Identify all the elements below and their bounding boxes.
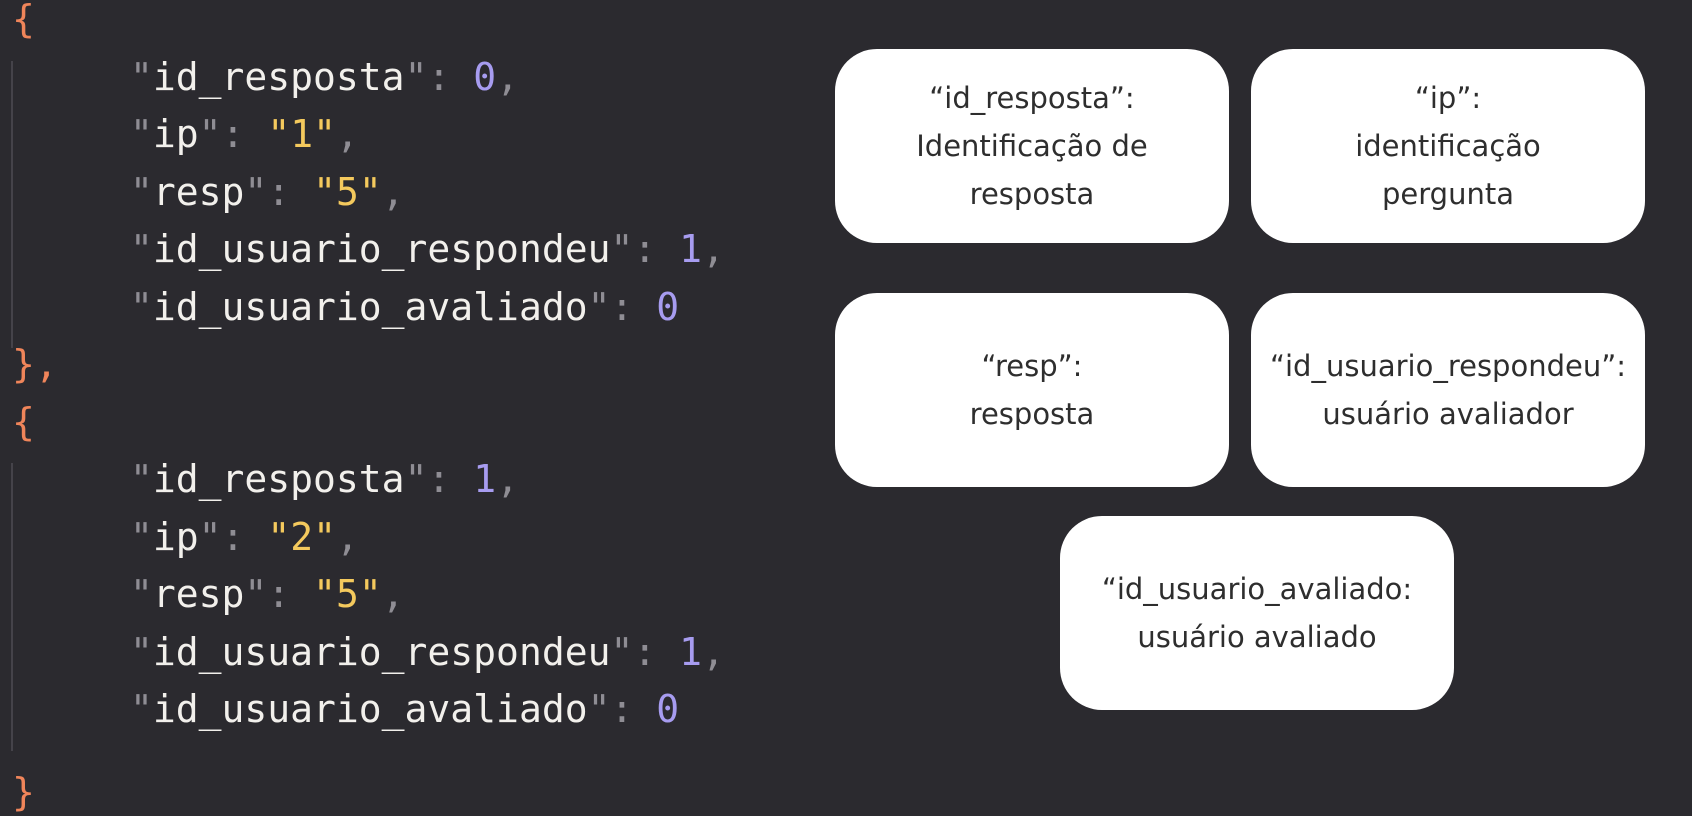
quote-mark: " (404, 54, 428, 99)
open-brace: { (12, 0, 35, 41)
json-key: resp (152, 572, 245, 616)
card-line: resposta (969, 177, 1095, 211)
json-key: id_resposta (152, 54, 405, 99)
colon: : (267, 572, 314, 616)
json-key: resp (152, 169, 245, 214)
quote-mark: " (404, 457, 428, 501)
comma: , (381, 572, 405, 616)
card-resp: “resp”: resposta (835, 293, 1229, 487)
quote-mark: " (130, 112, 153, 156)
colon: : (633, 629, 680, 674)
json-field-line: "ip": "2", (130, 513, 359, 561)
json-field-line: "id_resposta": 1, (130, 455, 519, 503)
card-ip: “ip”: identificação pergunta (1251, 49, 1645, 243)
json-key: id_usuario_avaliado (152, 284, 588, 329)
comma: , (335, 112, 359, 156)
json-value: 0 (473, 54, 497, 99)
comma: , (496, 457, 519, 501)
colon: : (610, 687, 657, 731)
quote-mark: " (130, 54, 153, 99)
card-line: pergunta (1382, 177, 1514, 211)
colon: : (221, 514, 268, 559)
json-value: "5" (313, 169, 382, 214)
colon: : (427, 54, 474, 99)
quote-mark: " (130, 284, 153, 329)
json-field-line: "id_usuario_avaliado": 0 (130, 685, 679, 733)
quote-mark: " (130, 514, 153, 559)
quote-mark: " (130, 687, 153, 731)
quote-mark: " (130, 457, 153, 501)
quote-mark: " (587, 687, 611, 731)
json-value: "2" (267, 514, 336, 559)
card-id-usuario-respondeu: “id_usuario_respondeu”: usuário avaliado… (1251, 293, 1645, 487)
json-key: id_resposta (152, 457, 405, 501)
card-line: usuário avaliador (1322, 397, 1574, 431)
quote-mark: " (130, 169, 153, 214)
card-line: “resp”: (981, 349, 1083, 383)
json-code-panel: {"id_resposta": 0,"ip": "1","resp": "5",… (0, 0, 800, 814)
json-value: 0 (656, 284, 680, 329)
json-field-line: "id_resposta": 0, (130, 53, 519, 101)
json-key: id_usuario_respondeu (152, 629, 611, 674)
json-value: 1 (679, 629, 702, 674)
colon: : (633, 227, 680, 271)
close-brace: } (12, 770, 35, 815)
json-field-line: "id_usuario_respondeu": 1, (130, 628, 725, 676)
json-field-line: "resp": "5", (130, 570, 405, 618)
json-value: "5" (313, 572, 382, 616)
json-field-line: "resp": "5", (130, 168, 405, 216)
json-field-line: "id_usuario_avaliado": 0 (130, 283, 679, 331)
card-line: identificação (1355, 129, 1541, 163)
close-brace: }, (12, 342, 58, 386)
card-line: resposta (969, 397, 1095, 431)
card-line: “ip”: (1414, 81, 1482, 115)
quote-mark: " (244, 169, 268, 214)
json-field-line: "id_usuario_respondeu": 1, (130, 225, 725, 273)
card-id-resposta: “id_resposta”: Identificação de resposta (835, 49, 1229, 243)
json-value: 0 (656, 687, 680, 731)
json-value: "1" (267, 112, 336, 156)
quote-mark: " (610, 227, 634, 271)
json-key: ip (152, 514, 199, 559)
comma: , (335, 514, 359, 559)
json-key: ip (152, 112, 199, 156)
indent-guide (11, 60, 13, 348)
quote-mark: " (587, 284, 611, 329)
quote-mark: " (198, 514, 222, 559)
comma: , (702, 227, 725, 271)
card-line: usuário avaliado (1137, 620, 1377, 654)
colon: : (221, 112, 268, 156)
card-line: “id_resposta”: (929, 81, 1135, 115)
comma: , (496, 54, 519, 99)
comma: , (381, 169, 405, 214)
indent-guide (11, 463, 13, 751)
quote-mark: " (130, 227, 153, 271)
colon: : (267, 169, 314, 214)
json-key: id_usuario_avaliado (152, 687, 588, 731)
open-brace: { (12, 399, 35, 444)
json-value: 1 (679, 227, 702, 271)
quote-mark: " (244, 572, 268, 616)
colon: : (427, 457, 474, 501)
card-line: “id_usuario_avaliado: (1101, 572, 1413, 606)
quote-mark: " (130, 572, 153, 616)
card-id-usuario-avaliado: “id_usuario_avaliado: usuário avaliado (1060, 516, 1454, 710)
card-line: “id_usuario_respondeu”: (1269, 349, 1627, 383)
colon: : (610, 284, 657, 329)
json-value: 1 (473, 457, 497, 501)
quote-mark: " (198, 112, 222, 156)
card-line: Identificação de (916, 129, 1148, 163)
quote-mark: " (610, 629, 634, 674)
comma: , (702, 629, 725, 674)
quote-mark: " (130, 629, 153, 674)
json-field-line: "ip": "1", (130, 110, 359, 158)
json-key: id_usuario_respondeu (152, 227, 611, 271)
